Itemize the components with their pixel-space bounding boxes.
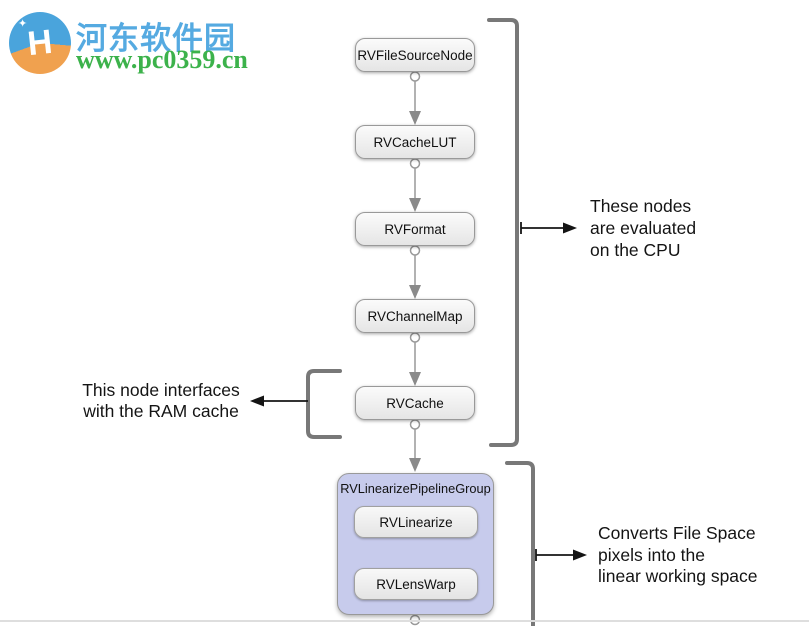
- right-arrowhead-icon: [573, 549, 587, 561]
- annotation-ram-cache: This node interfaces with the RAM cache: [66, 380, 256, 422]
- node-rvlenswarp: RVLensWarp: [354, 568, 478, 600]
- bracket-cpu-nodes: [487, 18, 519, 447]
- bracket-ram-cache: [306, 369, 342, 439]
- annotation-line: This node interfaces: [82, 380, 240, 400]
- node-rvcache: RVCache: [355, 386, 475, 420]
- group-rvlinearizepipelinegroup: RVLinearizePipelineGroup RVLinearize RVL…: [337, 473, 494, 615]
- site-logo: ✦ H: [9, 12, 71, 74]
- connector-arrowhead-icons: [409, 111, 421, 567]
- node-label: RVCacheLUT: [373, 134, 457, 150]
- bracket-linearize-group: [505, 461, 535, 626]
- node-rvlinearize: RVLinearize: [354, 506, 478, 538]
- annotation-arrows: [264, 222, 574, 561]
- node-label: RVFileSourceNode: [357, 47, 473, 63]
- annotation-arrowhead-icons: [250, 222, 587, 561]
- bottom-divider: [0, 620, 809, 622]
- node-rvchannelmap: RVChannelMap: [355, 299, 475, 333]
- watermark-site-name: 河东软件园: [76, 21, 236, 56]
- right-arrowhead-icon: [563, 222, 577, 234]
- node-label: RVCache: [386, 395, 444, 411]
- annotation-line: pixels into the: [598, 544, 706, 565]
- brackets: [306, 18, 535, 626]
- annotation-line: are evaluated: [590, 218, 697, 238]
- node-label: RVLinearize: [379, 514, 453, 530]
- annotation-line: on the CPU: [590, 240, 681, 260]
- annotation-line: with the RAM cache: [83, 401, 239, 421]
- node-label: RVChannelMap: [367, 308, 463, 324]
- watermark-site-url: www.pc0359.cn: [76, 45, 248, 74]
- annotation-cpu: These nodes are evaluated on the CPU: [590, 195, 730, 261]
- node-rvformat: RVFormat: [355, 212, 475, 246]
- node-rvcachelut: RVCacheLUT: [355, 125, 475, 159]
- star-icon: ✦: [18, 18, 28, 30]
- annotation-linearize: Converts File Space pixels into the line…: [598, 523, 778, 588]
- annotation-line: These nodes: [590, 196, 692, 216]
- node-rvfilesourcenode: RVFileSourceNode: [355, 38, 475, 72]
- annotation-line: Converts File Space: [598, 523, 756, 543]
- left-arrowhead-icon: [250, 395, 264, 407]
- annotation-line: linear working space: [598, 566, 758, 586]
- node-label: RVFormat: [384, 221, 446, 237]
- node-label: RVLensWarp: [376, 576, 456, 592]
- group-label: RVLinearizePipelineGroup: [340, 481, 491, 496]
